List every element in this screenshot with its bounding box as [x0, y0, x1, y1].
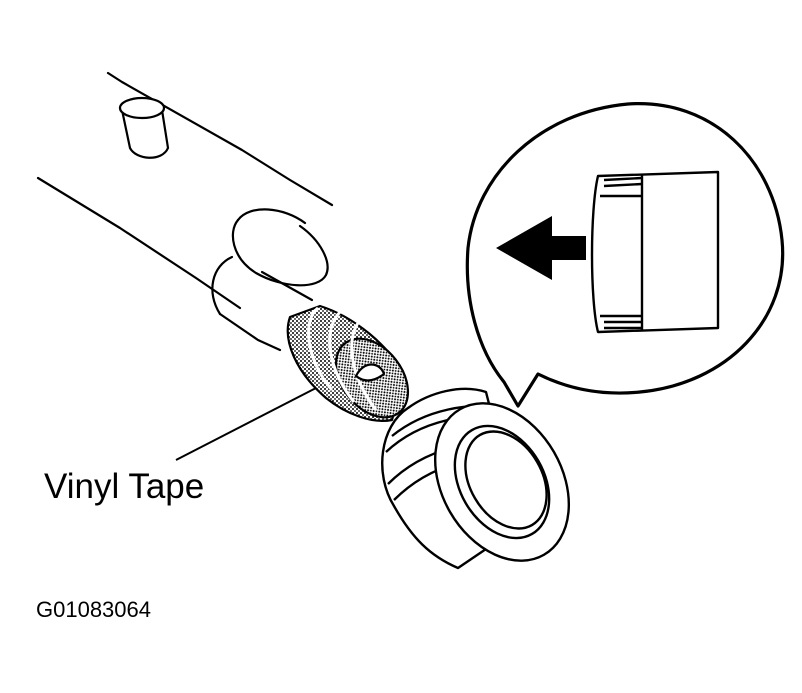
rack-housing-tube — [36, 71, 334, 352]
figure-id-label: G01083064 — [36, 597, 151, 622]
callout-leader-line — [175, 387, 317, 461]
vinyl-tape-wrapped-end — [286, 304, 410, 422]
arrow-left-icon — [496, 216, 586, 280]
oil-seal-ring — [381, 387, 571, 570]
housing-port — [118, 96, 170, 159]
vinyl-tape-label: Vinyl Tape — [44, 467, 204, 506]
seal-profile-detail — [590, 170, 720, 334]
